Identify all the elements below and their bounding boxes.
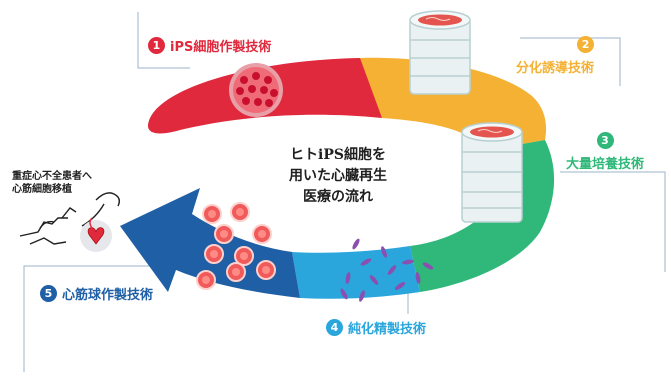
leader-line-1 <box>137 12 190 69</box>
step-4-number: 4 <box>326 319 343 336</box>
leader-line-2 <box>520 37 621 86</box>
step-2-number: 2 <box>577 36 595 53</box>
leader-line-3 <box>560 171 666 272</box>
patient-caption: 重症心不全患者へ 心筋細胞移植 <box>12 170 92 196</box>
step-1-text: iPS細胞作製技術 <box>170 40 272 55</box>
diagram-title: ヒトiPS細胞を 用いた心臓再生 医療の流れ <box>268 145 408 208</box>
purified-cells <box>340 238 434 302</box>
title-line-3: 医療の流れ <box>303 189 373 205</box>
title-line-2: 用いた心臓再生 <box>289 168 387 184</box>
patient-line-2: 心筋細胞移植 <box>12 184 72 195</box>
step-4-label: 4 純化精製技術 <box>326 318 426 337</box>
step-1-label: 1 iPS細胞作製技術 <box>148 36 271 55</box>
step-4-text: 純化精製技術 <box>348 322 427 337</box>
cardiac-spheres <box>196 202 276 290</box>
step-2-text: 分化誘導技術 <box>516 61 595 76</box>
step-2-label: 2 分化誘導技術 <box>516 36 595 76</box>
culture-dish-icon <box>409 10 471 95</box>
title-line-1: ヒトiPS細胞を <box>290 147 386 163</box>
patient-heart-icon <box>19 192 121 252</box>
step-3-label: 3 大量培養技術 <box>566 132 644 172</box>
step-3-number: 3 <box>596 132 614 149</box>
step-5-label: 5 心筋球作製技術 <box>40 284 153 303</box>
lightblue-arc-segment <box>292 246 420 299</box>
patient-line-1: 重症心不全患者へ <box>12 171 92 182</box>
step-5-number: 5 <box>40 285 57 302</box>
ips-cell-cluster <box>229 63 283 117</box>
step-3-text: 大量培養技術 <box>566 157 645 172</box>
step-5-text: 心筋球作製技術 <box>62 288 154 303</box>
darkblue-arrow <box>120 188 300 298</box>
culture-dish-icon-2 <box>461 122 523 223</box>
step-1-number: 1 <box>148 37 165 54</box>
leader-line-5 <box>23 265 172 372</box>
